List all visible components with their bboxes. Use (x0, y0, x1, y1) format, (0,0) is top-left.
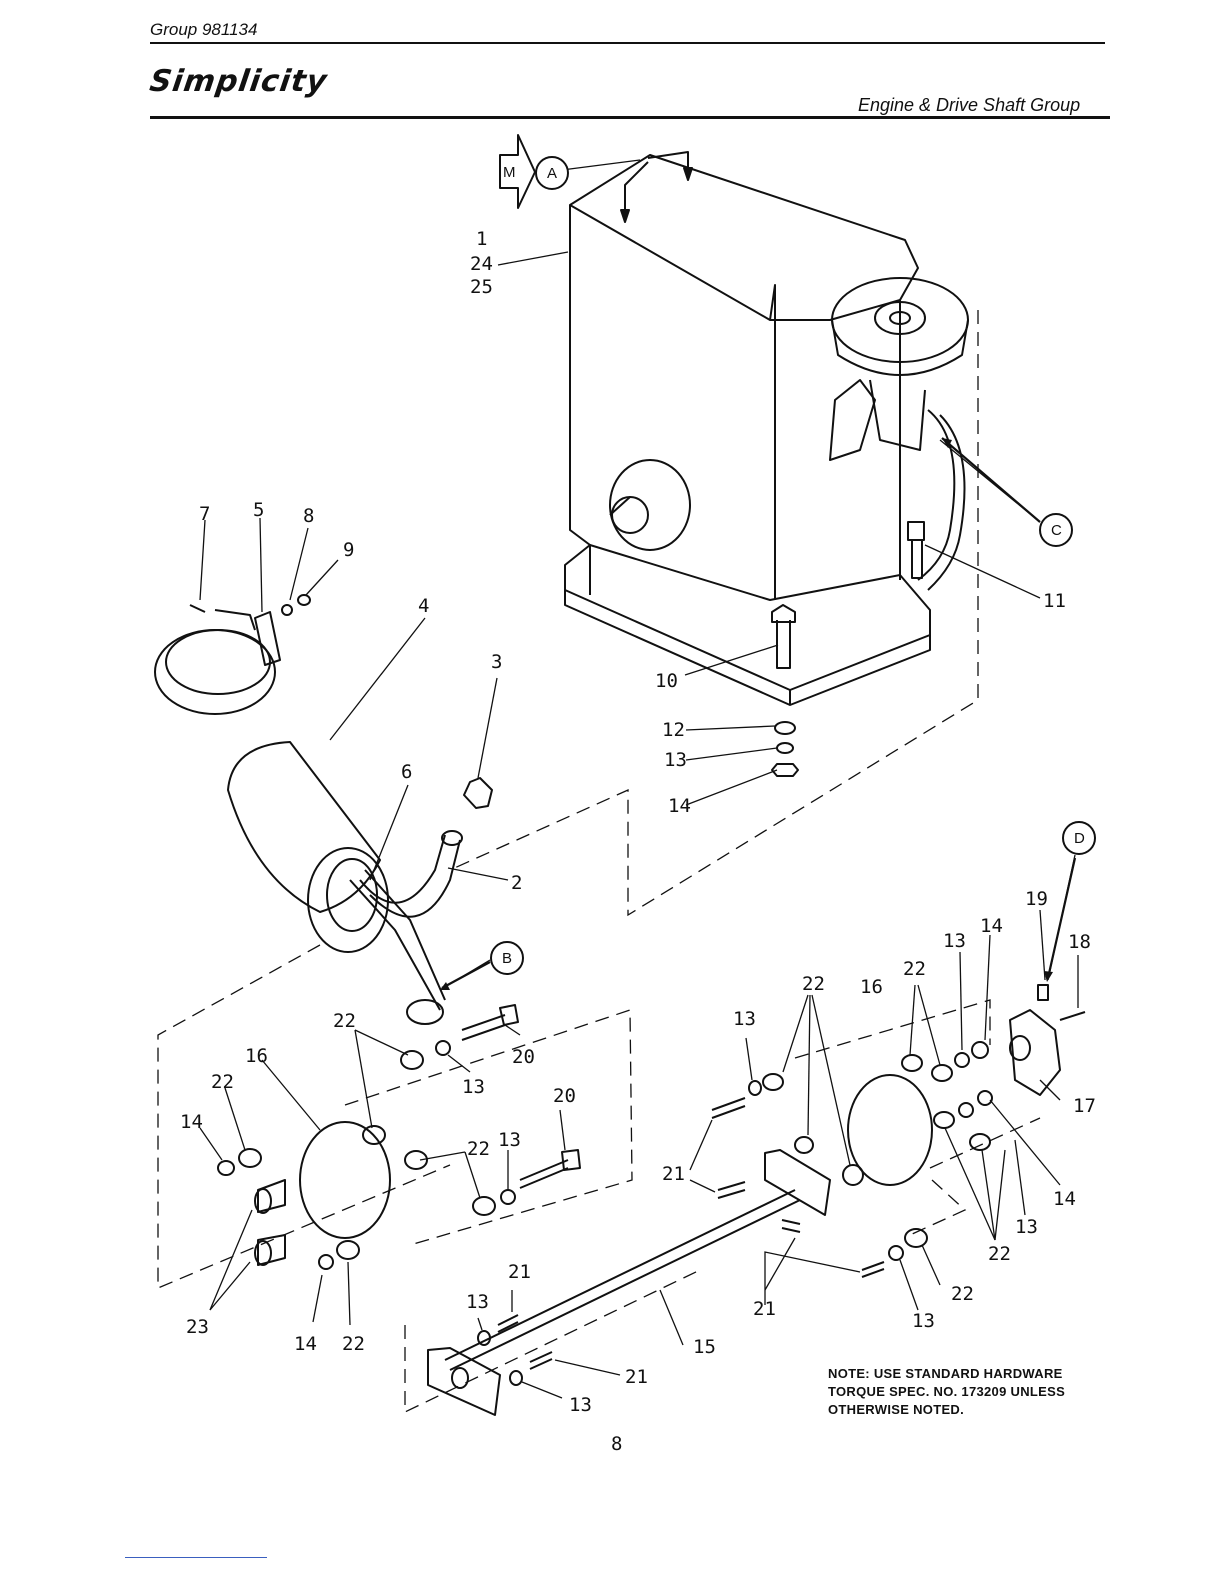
part-label: 14 (980, 915, 1003, 937)
part-label: 22 (342, 1333, 365, 1355)
part-label: 13 (466, 1291, 489, 1313)
engine-drawing (565, 152, 968, 705)
part-label: 25 (470, 276, 493, 298)
part-label: 8 (303, 505, 314, 527)
footer-line (125, 1557, 267, 1558)
part-label: 21 (508, 1261, 531, 1283)
part-label: 5 (253, 499, 264, 521)
part-label: 16 (245, 1045, 268, 1067)
part-label: 21 (625, 1366, 648, 1388)
part-label: 13 (912, 1310, 935, 1332)
part-label: 14 (294, 1333, 317, 1355)
part-label: 20 (553, 1085, 576, 1107)
part-label: 13 (569, 1394, 592, 1416)
note-line: TORQUE SPEC. NO. 173209 UNLESS (828, 1383, 1118, 1401)
part-label: 18 (1068, 931, 1091, 953)
page-number: 8 (611, 1433, 622, 1455)
part-label: 16 (860, 976, 883, 998)
part-label: 3 (491, 651, 502, 673)
part-label: 22 (211, 1071, 234, 1093)
note-line: OTHERWISE NOTED. (828, 1401, 1118, 1419)
part-label: 22 (467, 1138, 490, 1160)
part-label: 24 (470, 253, 493, 275)
part-label: 22 (333, 1010, 356, 1032)
part-label: 11 (1043, 590, 1066, 612)
note-line: NOTE: USE STANDARD HARDWARE (828, 1365, 1118, 1383)
part-label: 14 (668, 795, 691, 817)
part-label: 2 (511, 872, 522, 894)
part-label: 21 (662, 1163, 685, 1185)
part-label: 13 (733, 1008, 756, 1030)
part-label: 13 (943, 930, 966, 952)
part-label: 12 (662, 719, 685, 741)
part-label: 19 (1025, 888, 1048, 910)
part-label: 22 (802, 973, 825, 995)
part-label: 13 (1015, 1216, 1038, 1238)
callout-m: M (503, 164, 516, 181)
part-label: 1 (476, 228, 487, 250)
callout-b: B (502, 950, 512, 967)
part-label: 15 (693, 1336, 716, 1358)
part-label: 6 (401, 761, 412, 783)
callout-c: C (1051, 522, 1062, 539)
part-label: 21 (753, 1298, 776, 1320)
part-label: 17 (1073, 1095, 1096, 1117)
part-label: 13 (462, 1076, 485, 1098)
part-label: 20 (512, 1046, 535, 1068)
part-label: 13 (664, 749, 687, 771)
part-label: 22 (903, 958, 926, 980)
hardware-note: NOTE: USE STANDARD HARDWARE TORQUE SPEC.… (828, 1365, 1118, 1419)
part-label: 14 (180, 1111, 203, 1133)
part-label: 7 (199, 503, 210, 525)
part-label: 23 (186, 1316, 209, 1338)
callout-a: A (547, 165, 557, 182)
part-label: 4 (418, 595, 429, 617)
part-label: 10 (655, 670, 678, 692)
part-label: 13 (498, 1129, 521, 1151)
part-label: 14 (1053, 1188, 1076, 1210)
part-label: 22 (988, 1243, 1011, 1265)
part-label: 22 (951, 1283, 974, 1305)
part-label: 9 (343, 539, 354, 561)
callout-d: D (1074, 830, 1085, 847)
